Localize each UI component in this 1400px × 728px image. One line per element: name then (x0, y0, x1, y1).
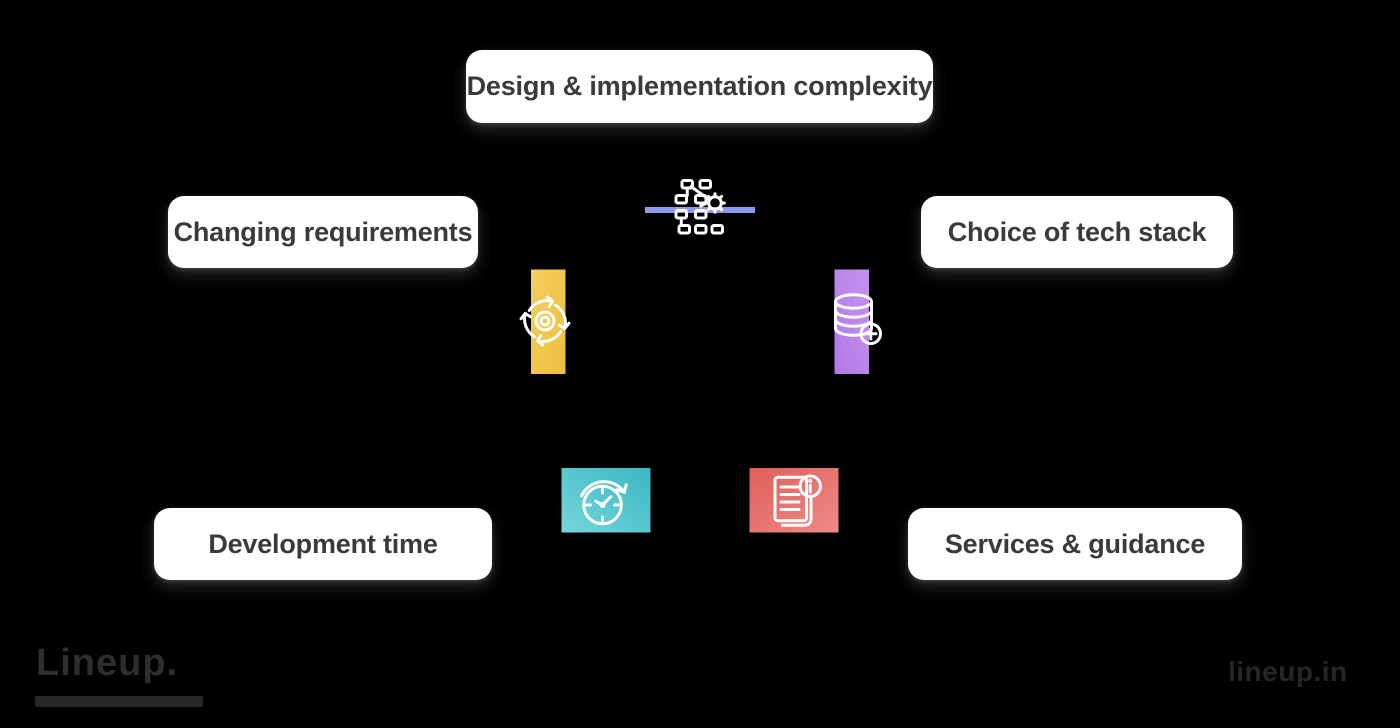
watermark-text: lineup.in (1228, 656, 1348, 687)
ring-segment-right-bottom (704, 417, 883, 583)
ring-svg (474, 144, 926, 583)
label-box-design-complexity: Design & implementation complexity (466, 50, 933, 123)
logo-tagline-bar (35, 696, 203, 707)
label-box-tech-stack: Choice of tech stack (921, 196, 1233, 268)
ring-segment-left-top (474, 228, 623, 416)
label-box-services-guidance: Services & guidance (908, 508, 1242, 580)
label-text-changing-requirements: Changing requirements (173, 216, 473, 247)
challenges-ring (440, 111, 960, 631)
label-text-tech-stack: Choice of tech stack (947, 216, 1207, 247)
label-text-development-time: Development time (208, 528, 438, 559)
ring-segment-left-bottom (517, 417, 696, 583)
label-box-development-time: Development time (154, 508, 492, 580)
logo-wordmark: Lineup. (36, 642, 179, 684)
ring-segment-right-top (777, 228, 926, 416)
label-text-design-complexity: Design & implementation complexity (466, 71, 933, 101)
ring-segment-top (605, 144, 795, 276)
label-text-services-guidance: Services & guidance (944, 528, 1206, 559)
label-box-changing-requirements: Changing requirements (168, 196, 478, 268)
